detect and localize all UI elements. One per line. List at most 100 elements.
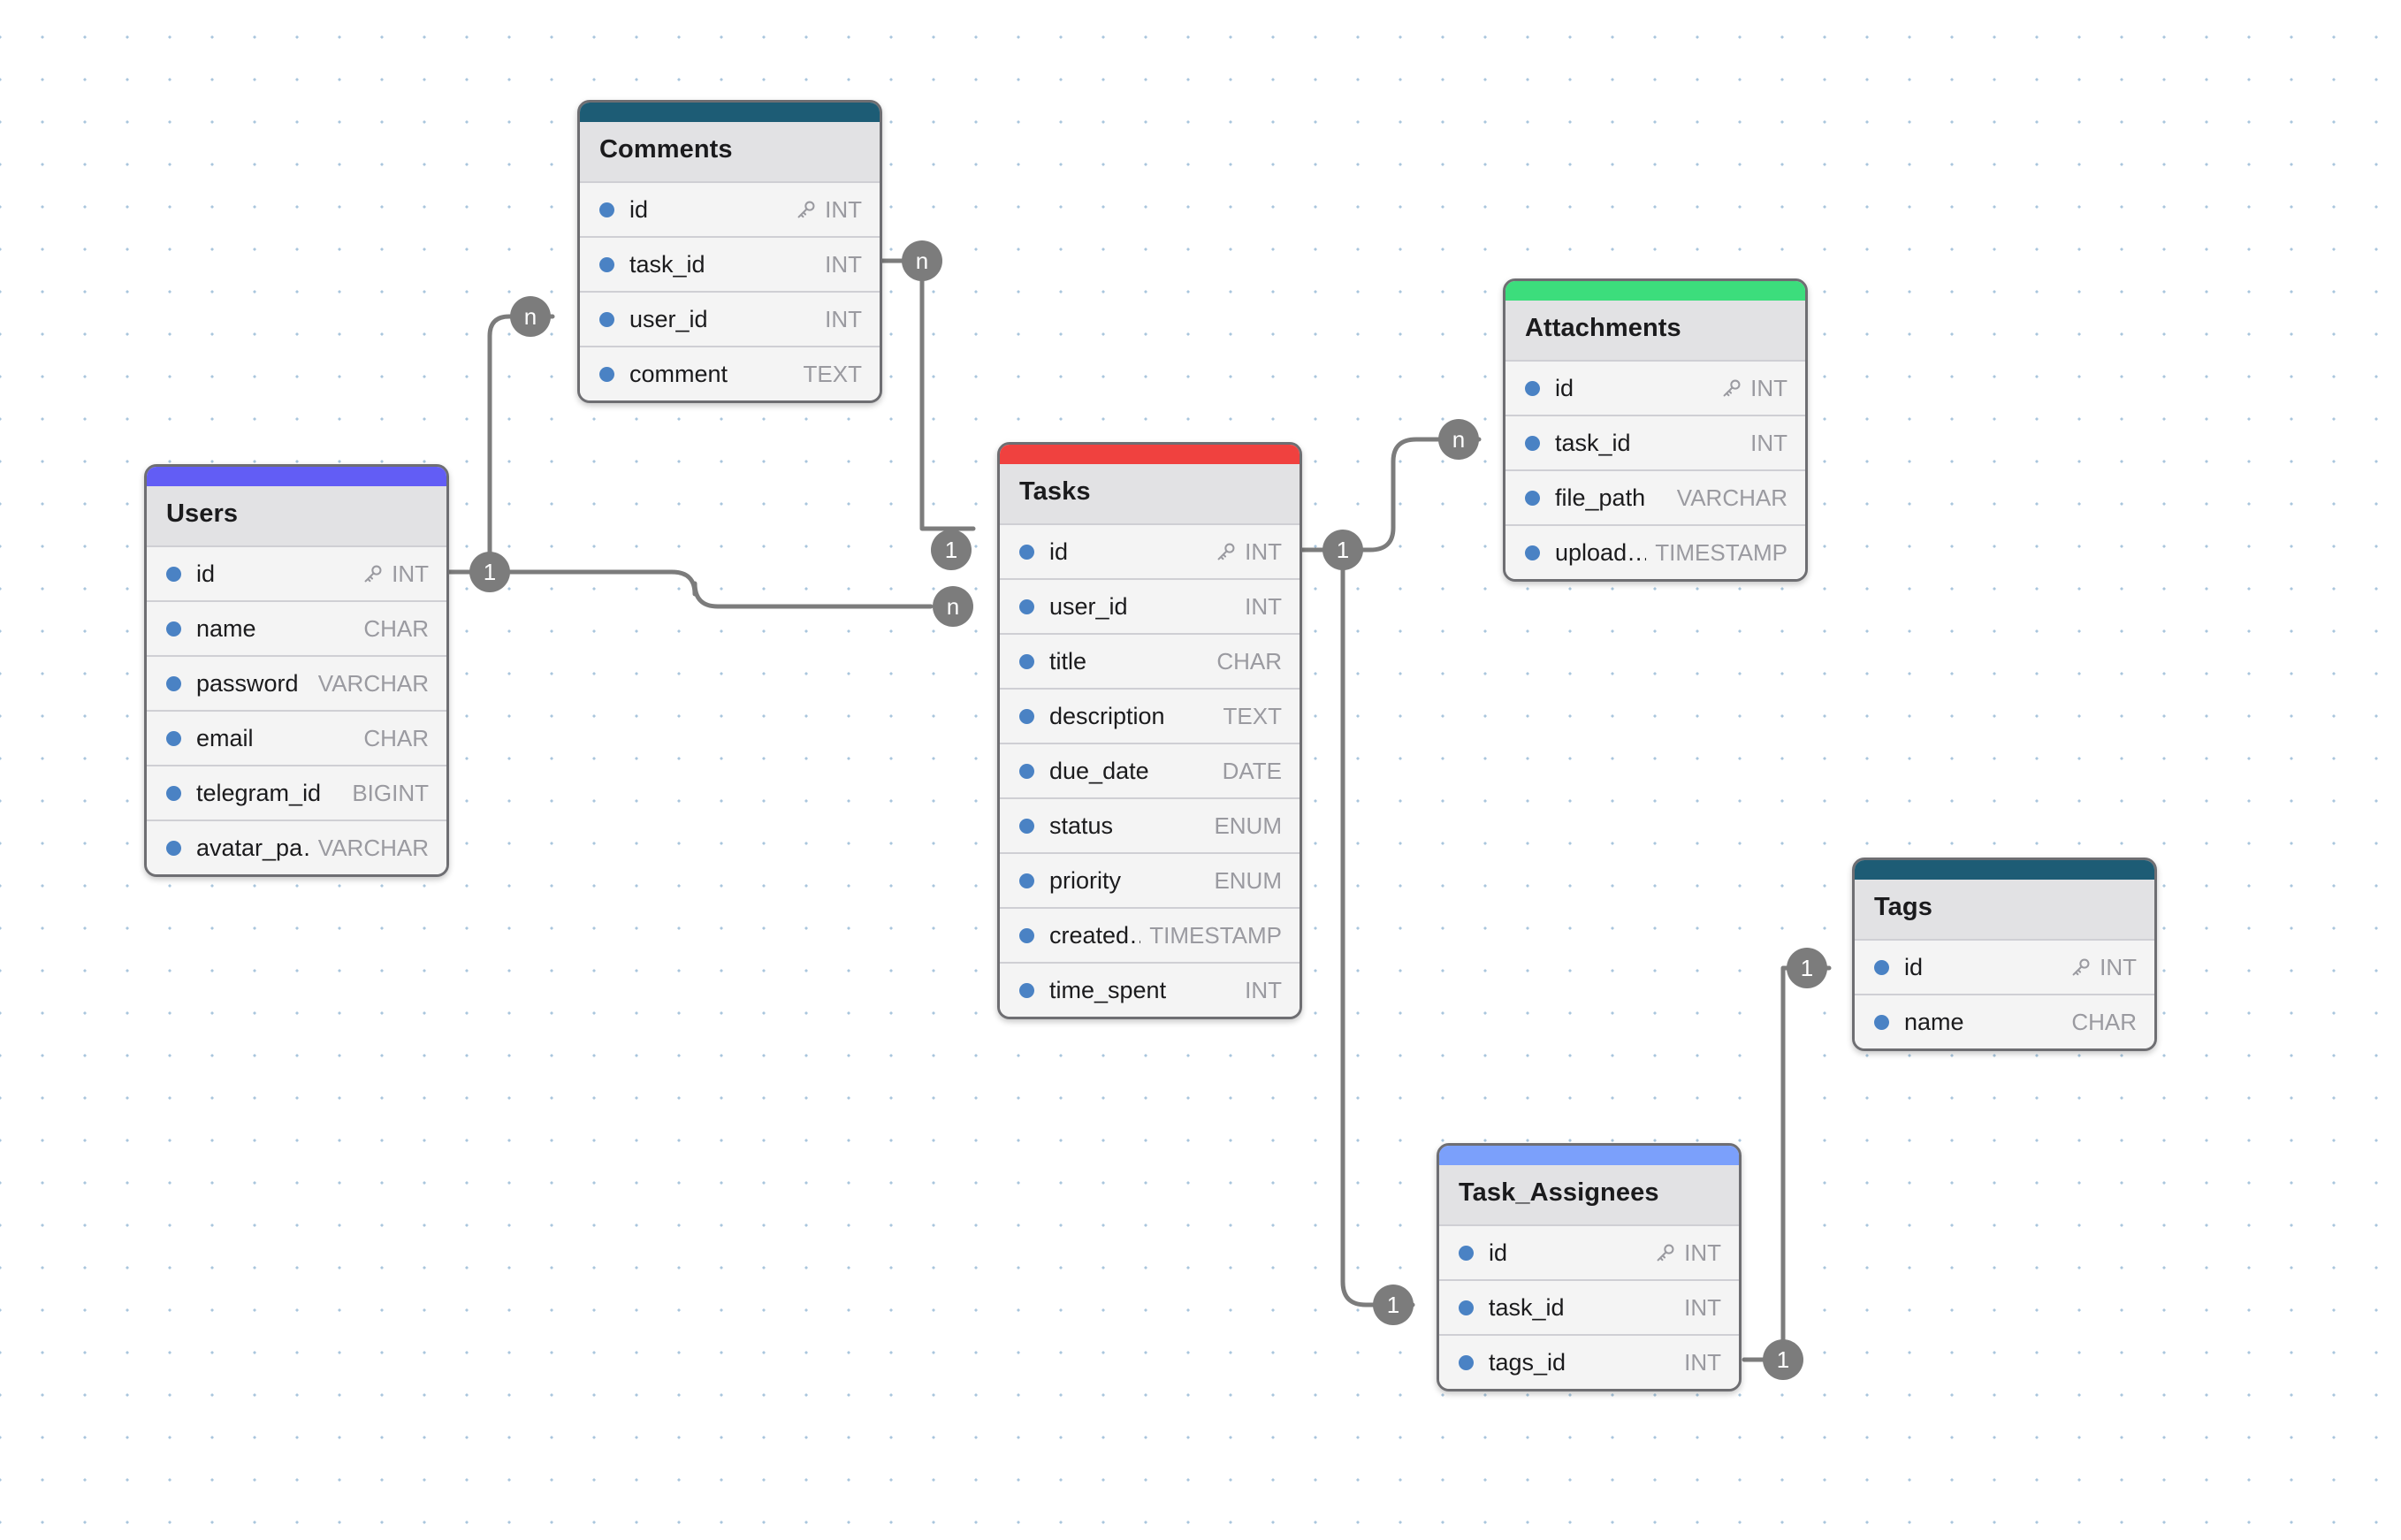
relationship-line-users-comments[interactable] xyxy=(446,314,555,575)
key-icon xyxy=(2072,958,2090,976)
field-name: id xyxy=(1049,537,1069,565)
field-type: ENUM xyxy=(1214,812,1282,839)
field-type: INT xyxy=(1750,374,1787,401)
field-bullet-icon xyxy=(1019,653,1034,669)
cardinality-badge-comments-tasks-0: n xyxy=(902,240,942,281)
table-title: Comments xyxy=(580,122,880,181)
field-type: VARCHAR xyxy=(317,834,429,861)
field-meta: BIGINT xyxy=(352,780,429,807)
field-type: TIMESTAMP xyxy=(1655,538,1787,566)
field-name: task_id xyxy=(1555,429,1631,456)
field-name: title xyxy=(1049,647,1087,675)
table-accent-bar xyxy=(580,103,880,122)
field-bullet-icon xyxy=(1019,544,1034,560)
field-bullet-icon xyxy=(1874,959,1889,975)
table-accent-bar xyxy=(1000,445,1300,464)
key-icon xyxy=(1657,1244,1674,1262)
field-name: file_path xyxy=(1555,484,1646,511)
field-bullet-icon xyxy=(166,675,181,691)
relationship-line-comments-tasks[interactable] xyxy=(880,258,976,531)
field-name: upload… xyxy=(1555,538,1647,566)
table-title: Users xyxy=(147,486,446,545)
table-accent-bar xyxy=(1855,860,2154,880)
key-icon xyxy=(1723,379,1741,397)
field-bullet-icon xyxy=(1525,545,1540,560)
field-name: user_id xyxy=(629,305,708,332)
relationship-line-tags-taskassignees[interactable] xyxy=(1742,965,1832,1362)
field-row[interactable]: id INT xyxy=(1000,523,1300,578)
field-type: CHAR xyxy=(363,614,429,642)
relationship-line-users-tasks[interactable] xyxy=(487,569,934,609)
field-meta: INT xyxy=(1215,538,1282,566)
cardinality-badge-users-tasks-0: n xyxy=(933,586,973,627)
field-bullet-icon xyxy=(1874,1014,1889,1030)
field-bullet-icon xyxy=(1019,598,1034,614)
field-name: telegram_id xyxy=(196,779,322,806)
relationship-line-tasks-taskassignees[interactable] xyxy=(1340,568,1415,1307)
field-row[interactable]: avatar_pa… VARCHAR xyxy=(147,820,446,874)
field-name: user_id xyxy=(1049,592,1128,620)
field-type: INT xyxy=(825,195,862,223)
field-bullet-icon xyxy=(1525,435,1540,451)
field-name: created… xyxy=(1049,921,1140,949)
field-type: VARCHAR xyxy=(317,669,429,697)
field-row[interactable]: file_path VARCHAR xyxy=(1505,469,1805,524)
cardinality-badge-tasks-taskassignees-0: 1 xyxy=(1373,1285,1414,1325)
field-type: INT xyxy=(1245,537,1282,565)
field-meta: INT xyxy=(1245,977,1282,1004)
field-bullet-icon xyxy=(166,730,181,746)
field-name: avatar_pa… xyxy=(196,834,309,861)
field-row[interactable]: user_id INT xyxy=(580,291,880,346)
cardinality-badge-tasks-attachments-1: n xyxy=(1438,419,1479,460)
field-meta: TIMESTAMP xyxy=(1655,539,1787,567)
field-row[interactable]: title CHAR xyxy=(1000,633,1300,688)
field-type: CHAR xyxy=(1216,647,1282,675)
field-row[interactable]: created…TIMESTAMP xyxy=(1000,907,1300,962)
field-bullet-icon xyxy=(1019,982,1034,998)
field-bullet-icon xyxy=(599,366,614,382)
field-type: INT xyxy=(825,305,862,332)
field-bullet-icon xyxy=(599,256,614,272)
field-meta: CHAR xyxy=(2071,1009,2137,1036)
field-name: id xyxy=(1489,1239,1508,1266)
field-row[interactable]: upload… TIMESTAMP xyxy=(1505,524,1805,579)
field-meta: INT xyxy=(825,306,862,333)
field-row[interactable]: telegram_id BIGINT xyxy=(147,765,446,820)
field-bullet-icon xyxy=(1459,1245,1474,1261)
field-type: CHAR xyxy=(363,724,429,751)
field-bullet-icon xyxy=(1525,380,1540,396)
key-icon xyxy=(797,201,815,218)
field-meta: TEXT xyxy=(804,361,862,388)
field-name: description xyxy=(1049,702,1165,729)
field-bullet-icon xyxy=(1019,818,1034,834)
field-type: VARCHAR xyxy=(1676,484,1787,511)
field-name: tags_id xyxy=(1489,1348,1566,1376)
